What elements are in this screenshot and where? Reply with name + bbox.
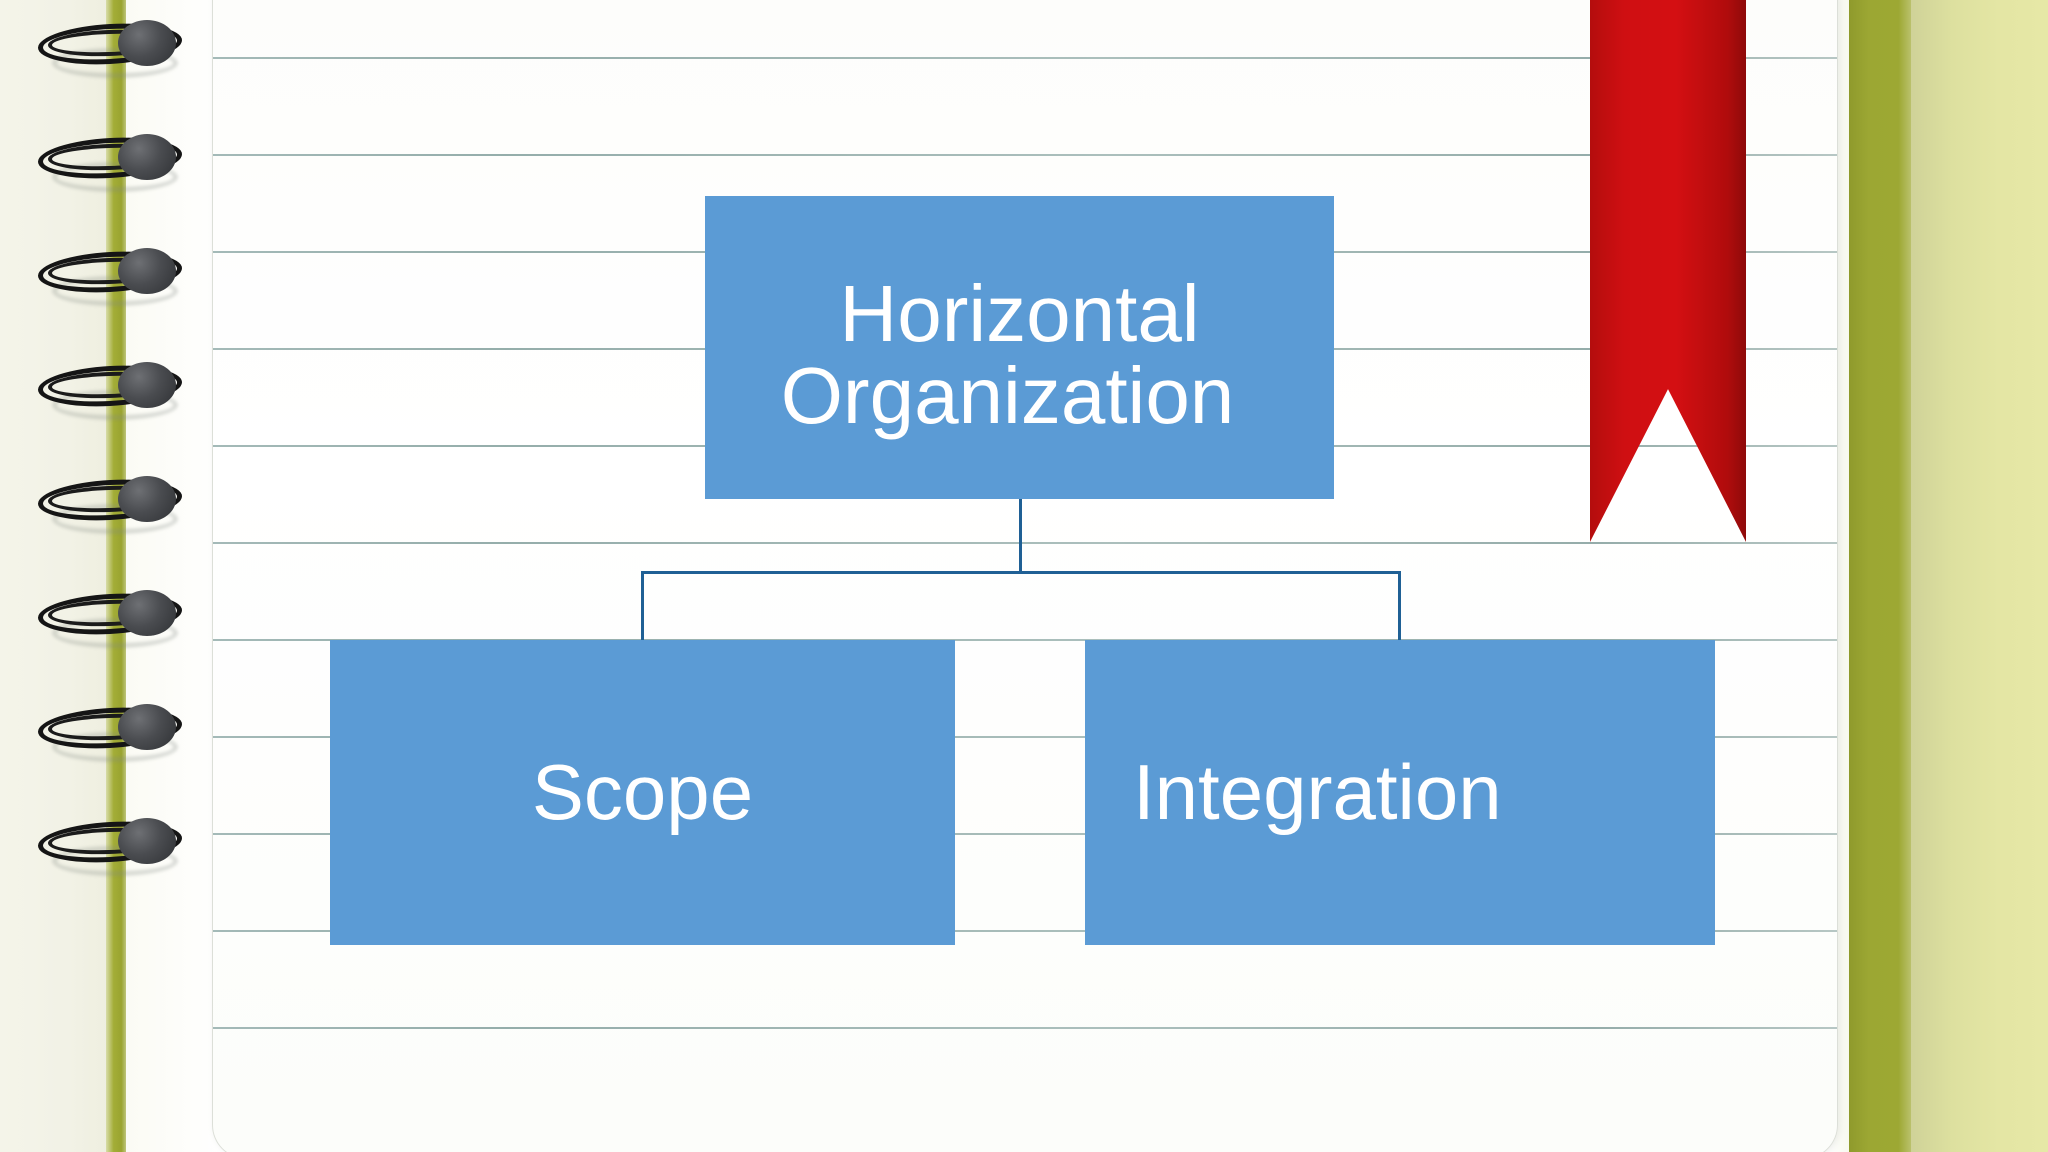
rule-line xyxy=(213,542,1837,544)
spiral-ring xyxy=(30,362,190,420)
connector-drop-left xyxy=(641,571,644,642)
connector-drop-right xyxy=(1398,571,1401,642)
org-node-scope[interactable]: Scope xyxy=(330,640,955,945)
org-node-integration[interactable]: Integration xyxy=(1085,640,1715,945)
left-paper-edge xyxy=(0,0,112,1152)
connector-horizontal xyxy=(641,571,1401,574)
org-node-integration-label: Integration xyxy=(1133,747,1502,836)
spiral-ring-shadow xyxy=(52,618,178,648)
org-node-root-line2: Organization xyxy=(780,350,1235,440)
rule-line xyxy=(213,57,1837,59)
spiral-ring-knob xyxy=(118,20,176,66)
spiral-ring-knob xyxy=(118,818,176,864)
spiral-ring-knob xyxy=(118,704,176,750)
rule-line xyxy=(213,639,1837,641)
connector-stem xyxy=(1019,499,1022,573)
org-node-root-line1: Horizontal xyxy=(839,268,1200,358)
spiral-ring xyxy=(30,818,190,876)
rule-line xyxy=(213,930,1837,932)
left-white-gutter xyxy=(126,0,222,1152)
spiral-ring-shadow xyxy=(52,732,178,762)
spiral-ring-shadow xyxy=(52,504,178,534)
right-pale-band xyxy=(1911,0,2048,1152)
spiral-ring-knob xyxy=(118,248,176,294)
spiral-ring xyxy=(30,248,190,306)
right-olive-strip xyxy=(1849,0,1915,1152)
spiral-ring xyxy=(30,704,190,762)
spiral-ring xyxy=(30,134,190,192)
spiral-ring-knob xyxy=(118,476,176,522)
spiral-ring-knob xyxy=(118,362,176,408)
rule-line xyxy=(213,154,1837,156)
spiral-ring-knob xyxy=(118,134,176,180)
rule-line xyxy=(213,736,1837,738)
rule-line xyxy=(213,1027,1837,1029)
spiral-ring-shadow xyxy=(52,162,178,192)
spiral-ring-shadow xyxy=(52,48,178,78)
spiral-ring xyxy=(30,20,190,78)
spiral-ring-shadow xyxy=(52,846,178,876)
org-node-root[interactable]: Horizontal Organization xyxy=(705,196,1334,499)
spiral-ring-shadow xyxy=(52,390,178,420)
spiral-ring xyxy=(30,476,190,534)
org-node-scope-label: Scope xyxy=(531,747,754,836)
spiral-ring xyxy=(30,590,190,648)
notebook-page xyxy=(212,0,1838,1152)
spiral-ring-knob xyxy=(118,590,176,636)
spiral-ring-shadow xyxy=(52,276,178,306)
rule-line xyxy=(213,833,1837,835)
